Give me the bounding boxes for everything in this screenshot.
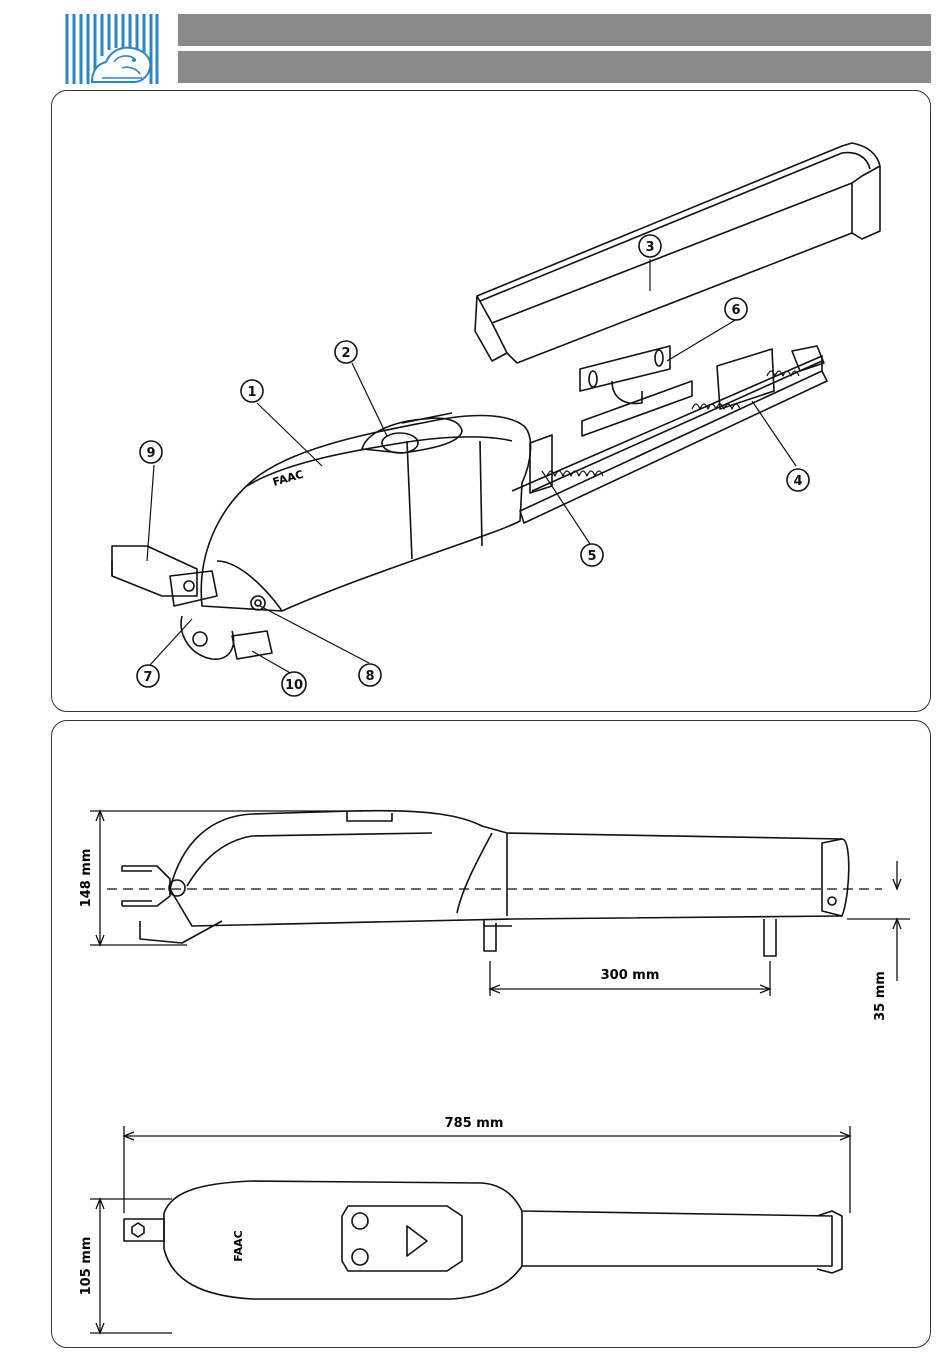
dim-mount-distance: 300 mm bbox=[601, 968, 660, 983]
dimensions-panel: 148 mm 300 mm 35 mm FAAC 785 mm 105 bbox=[51, 720, 931, 1348]
dim-width: 105 mm bbox=[79, 1237, 94, 1296]
callout-2: 2 bbox=[341, 346, 350, 361]
side-view bbox=[122, 811, 849, 956]
dim-height: 148 mm bbox=[79, 849, 94, 908]
header-bar-top bbox=[178, 14, 931, 46]
dimension-drawing: 148 mm 300 mm 35 mm FAAC 785 mm 105 bbox=[52, 721, 930, 1347]
header-bar-bottom bbox=[178, 51, 931, 83]
brand-logo bbox=[62, 12, 160, 86]
callout-4: 4 bbox=[793, 474, 802, 489]
exploded-view-panel: FAAC 1 2 bbox=[51, 90, 931, 712]
cable-gland bbox=[232, 631, 272, 659]
callout-10: 10 bbox=[285, 678, 303, 693]
cover-profile bbox=[477, 143, 880, 363]
rail bbox=[520, 371, 827, 523]
exploded-view-drawing: FAAC 1 2 bbox=[52, 91, 930, 711]
callout-7: 7 bbox=[143, 670, 152, 685]
dim-offset: 35 mm bbox=[873, 971, 888, 1021]
callout-6: 6 bbox=[731, 303, 740, 318]
callout-1: 1 bbox=[247, 385, 256, 400]
brand-mark-top: FAAC bbox=[232, 1230, 245, 1261]
rear-slider bbox=[717, 349, 774, 409]
dim-length: 785 mm bbox=[445, 1116, 504, 1131]
callout-3: 3 bbox=[645, 240, 654, 255]
callout-9: 9 bbox=[146, 446, 155, 461]
brand-mark: FAAC bbox=[271, 468, 305, 489]
callout-5: 5 bbox=[587, 549, 596, 564]
callout-8: 8 bbox=[365, 669, 374, 684]
